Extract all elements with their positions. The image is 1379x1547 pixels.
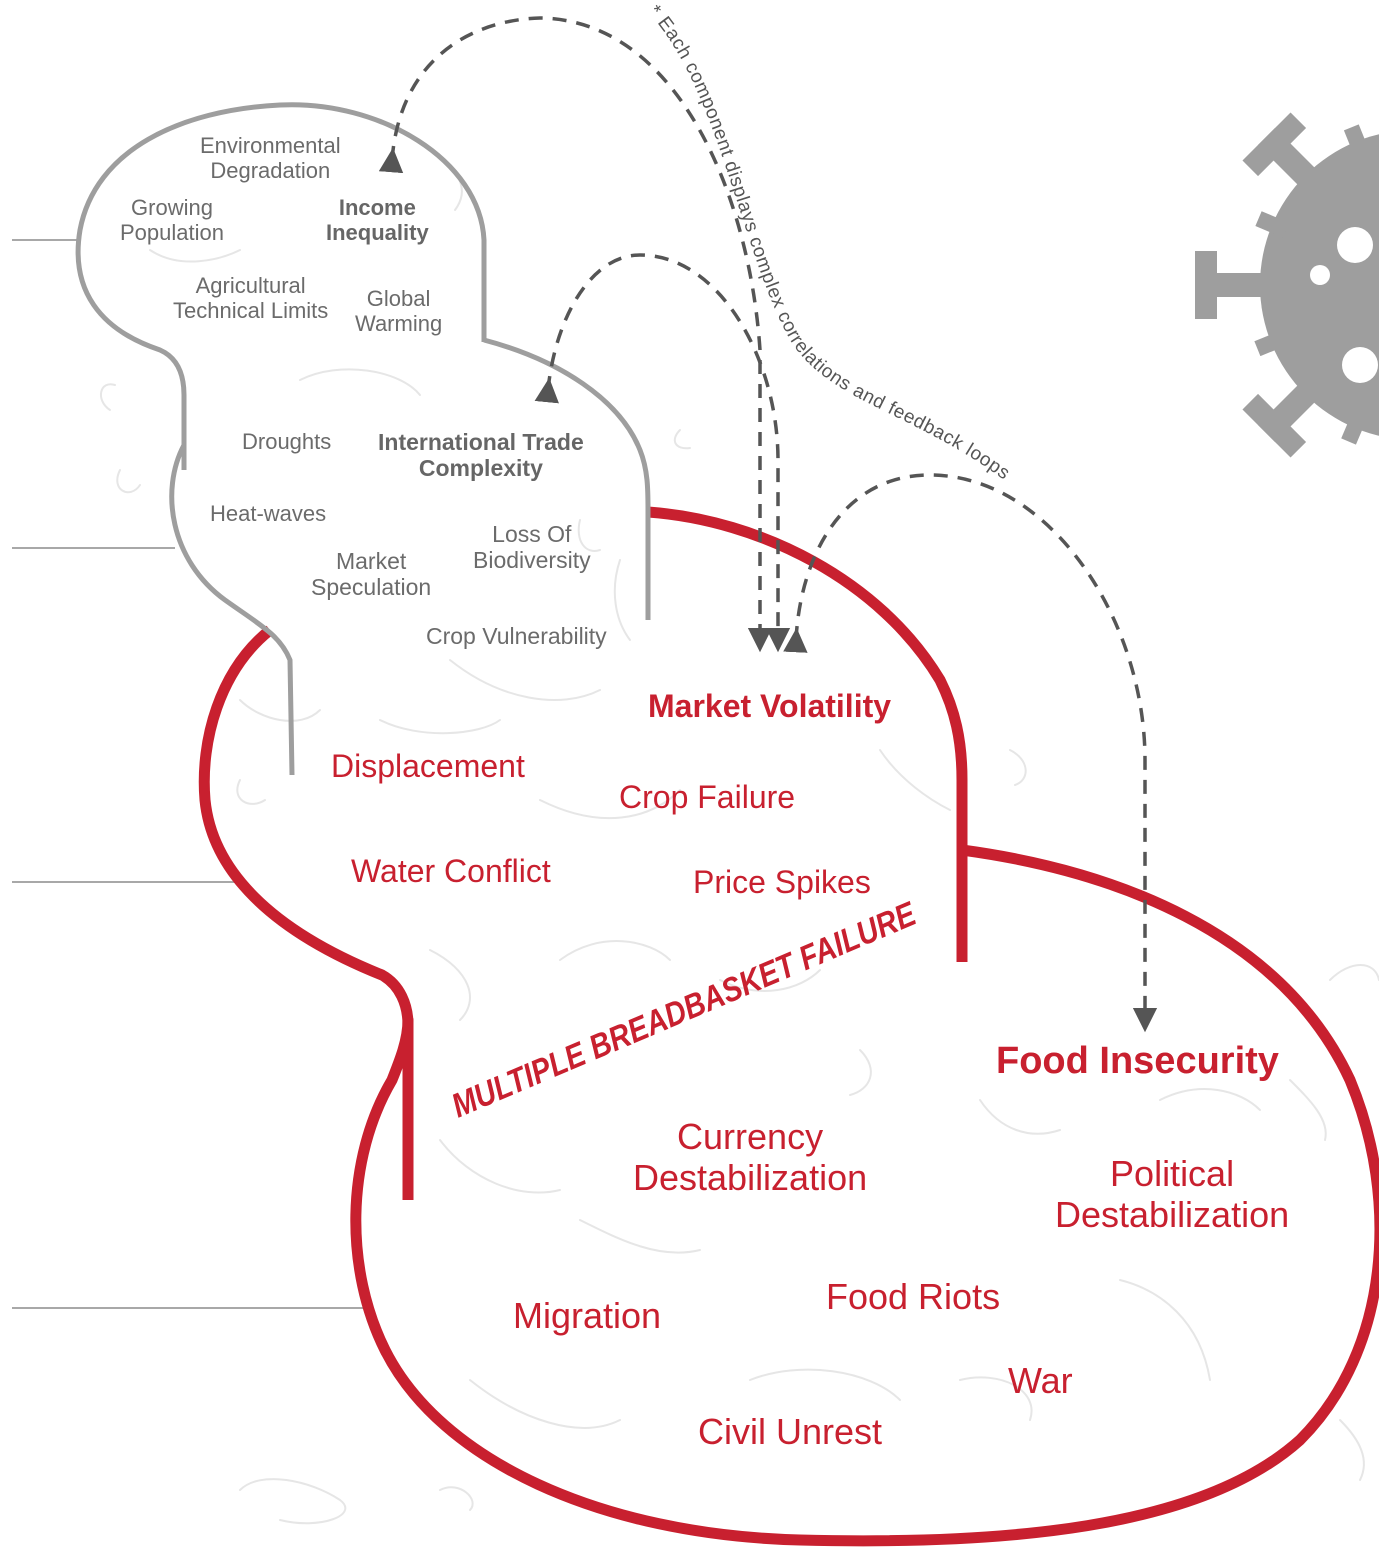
label-line: Degradation bbox=[210, 158, 331, 184]
label-line: Market bbox=[335, 548, 407, 574]
label-line: Political bbox=[1110, 1153, 1235, 1194]
label-line: Environmental bbox=[200, 133, 341, 158]
label-line: International Trade bbox=[378, 429, 584, 455]
label-market-speculation: Market Speculation bbox=[311, 548, 431, 601]
leader-lines bbox=[12, 239, 372, 1309]
label-currency-destabilization: Currency Destabilization bbox=[633, 1116, 867, 1199]
label-line: Population bbox=[120, 220, 224, 246]
label-line: Agricultural bbox=[195, 273, 306, 298]
label-line: Loss Of bbox=[492, 521, 572, 547]
label-water-conflict: Water Conflict bbox=[351, 853, 551, 889]
label-war: War bbox=[1008, 1360, 1073, 1401]
background-doodles bbox=[100, 149, 1379, 1525]
label-droughts: Droughts bbox=[242, 429, 332, 454]
label-global-warming: Global Warming bbox=[355, 286, 442, 337]
label-displacement: Displacement bbox=[331, 748, 525, 784]
label-income-inequality: Income Inequality bbox=[326, 195, 429, 246]
label-environmental-degradation: Environmental Degradation bbox=[200, 133, 341, 184]
label-line: Currency bbox=[677, 1116, 824, 1157]
label-food-insecurity: Food Insecurity bbox=[996, 1040, 1279, 1082]
label-line: Growing bbox=[131, 195, 213, 220]
label-line: Complexity bbox=[418, 455, 543, 482]
label-line: Speculation bbox=[311, 574, 432, 601]
label-international-trade: International Trade Complexity bbox=[378, 429, 584, 482]
label-crop-vulnerability: Crop Vulnerability bbox=[426, 623, 607, 649]
label-crop-failure: Crop Failure bbox=[619, 779, 796, 815]
label-growing-population: Growing Population bbox=[120, 195, 224, 246]
label-civil-unrest: Civil Unrest bbox=[698, 1411, 883, 1452]
label-line: Destabilization bbox=[1055, 1194, 1290, 1236]
label-political-destabilization: Political Destabilization bbox=[1055, 1153, 1289, 1236]
label-line: Income bbox=[338, 195, 416, 220]
label-market-volatility: Market Volatility bbox=[648, 688, 892, 724]
label-heat-waves: Heat-waves bbox=[210, 501, 327, 526]
label-food-riots: Food Riots bbox=[826, 1276, 1001, 1317]
virus-icon bbox=[1195, 112, 1379, 458]
label-line: Destabilization bbox=[633, 1157, 868, 1199]
label-migration: Migration bbox=[513, 1295, 662, 1336]
label-loss-of-biodiversity: Loss Of Biodiversity bbox=[473, 521, 591, 574]
label-line: Technical Limits bbox=[173, 298, 329, 324]
label-line: Inequality bbox=[326, 220, 429, 246]
label-line: Biodiversity bbox=[473, 547, 591, 574]
footnote: * Each component displays complex correl… bbox=[644, 1, 1014, 484]
label-line: Warming bbox=[355, 311, 443, 337]
footnote-text: * Each component displays complex correl… bbox=[644, 1, 1013, 484]
label-agricultural-limits: Agricultural Technical Limits bbox=[173, 273, 328, 324]
breadbasket-banner: MULTIPLE BREADBASKET FAILURE bbox=[446, 895, 922, 1126]
label-price-spikes: Price Spikes bbox=[693, 864, 871, 900]
label-line: Global bbox=[366, 286, 431, 311]
